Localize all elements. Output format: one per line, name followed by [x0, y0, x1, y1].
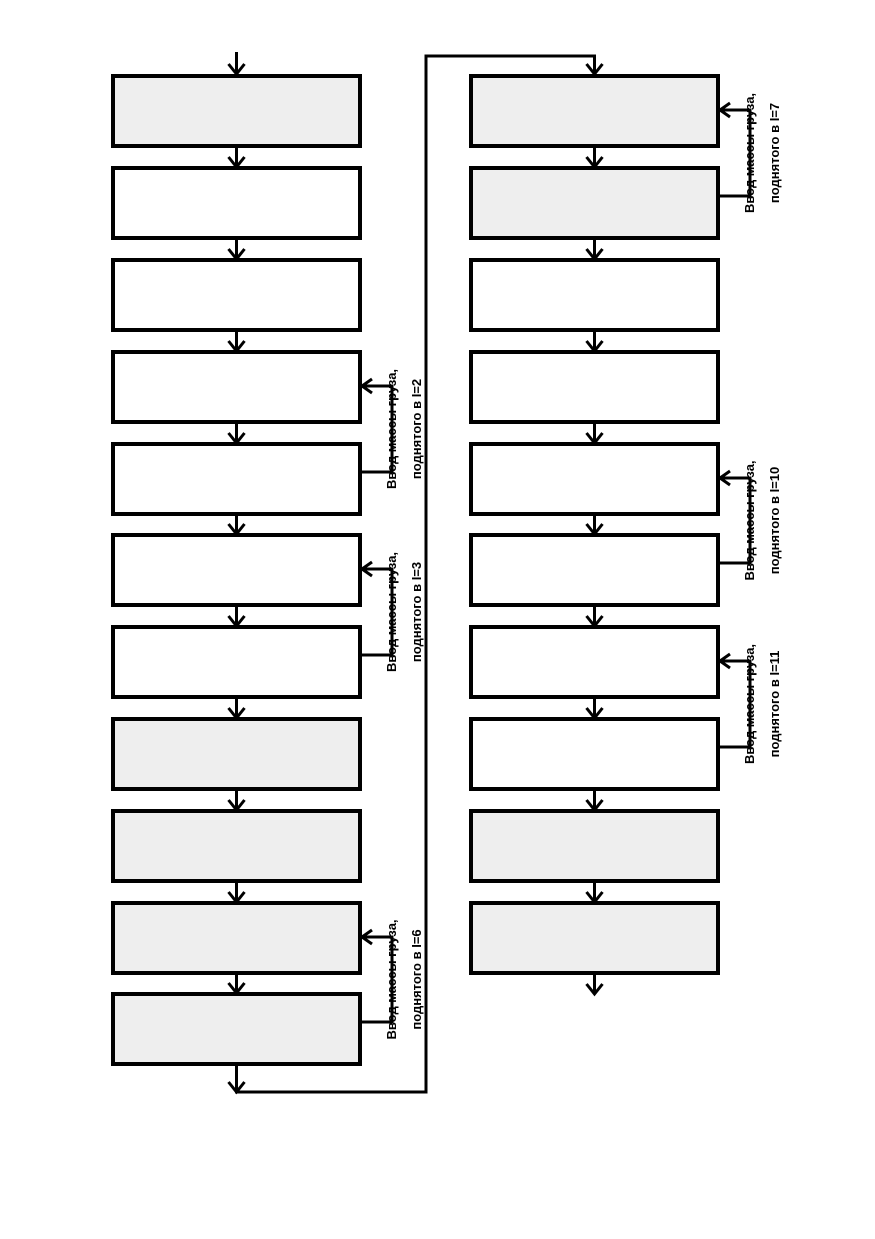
process-block-1-10 [111, 901, 362, 975]
process-block-2-5 [469, 442, 720, 516]
mass-input-label-line2: поднятого в I=6 [409, 929, 424, 1029]
process-block-2-6 [469, 533, 720, 607]
process-block-1-9 [111, 809, 362, 883]
column2-entry-arrow [585, 63, 604, 77]
process-block-1-6 [111, 533, 362, 607]
process-block-1-7 [111, 625, 362, 699]
process-block-1-4 [111, 350, 362, 424]
mass-input-loop-3: Ввод массы груза, поднятого в I=6 [359, 919, 424, 1040]
process-block-1-5 [111, 442, 362, 516]
transfer-connector-line [235, 54, 596, 1094]
loop-line [718, 476, 752, 565]
mass-input-label: Ввод массы груза, поднятого в I=10 [742, 460, 782, 580]
process-block-2-3 [469, 258, 720, 332]
connector-arrow-2-8 [585, 799, 604, 813]
transfer-down-arrow [227, 1081, 246, 1095]
mass-input-label: Ввод массы груза, поднятого в I=3 [384, 552, 424, 672]
connector-arrow-2-6 [585, 615, 604, 629]
mass-input-loop-5: Ввод массы груза, поднятого в I=10 [717, 460, 782, 581]
connector-arrow-2-4 [585, 432, 604, 446]
connector-arrow-2-2 [585, 248, 604, 262]
connector-arrow-2-5 [585, 523, 604, 537]
connector-arrow-1-1 [227, 156, 246, 170]
mass-input-label-line1: Ввод массы груза, [742, 644, 757, 764]
loop-line [718, 108, 752, 198]
loop-line [718, 659, 752, 749]
loop-line [360, 567, 394, 657]
connector-arrow-1-10 [227, 982, 246, 996]
process-block-1-8 [111, 717, 362, 791]
mass-input-loop-6: Ввод массы груза, поднятого в I=11 [717, 644, 782, 764]
mass-input-label-line1: Ввод массы груза, [384, 369, 399, 489]
process-block-1-11 [111, 992, 362, 1066]
connector-arrow-2-7 [585, 707, 604, 721]
mass-input-label: Ввод массы груза, поднятого в I=7 [742, 93, 782, 213]
mass-input-label-line2: поднятого в I=2 [409, 379, 424, 479]
process-block-2-10 [469, 901, 720, 975]
exit-arrow [585, 983, 604, 997]
connector-arrow-1-9 [227, 891, 246, 905]
mass-input-label-line2: поднятого в I=3 [409, 562, 424, 662]
mass-input-label-line2: поднятого в I=11 [767, 651, 782, 758]
process-block-1-1 [111, 74, 362, 148]
loop-arrow [359, 928, 373, 946]
process-block-2-9 [469, 809, 720, 883]
mass-input-label-line1: Ввод массы груза, [742, 460, 757, 580]
connector-arrow-1-5 [227, 523, 246, 537]
connector-arrow-1-6 [227, 615, 246, 629]
mass-input-label-line1: Ввод массы груза, [384, 552, 399, 672]
entry-arrow [227, 63, 246, 77]
loop-arrow [717, 652, 731, 670]
loop-arrow [717, 101, 731, 119]
mass-input-label-line2: поднятого в I=7 [767, 103, 782, 203]
process-block-2-4 [469, 350, 720, 424]
connector-arrow-2-9 [585, 891, 604, 905]
mass-input-loop-2: Ввод массы груза, поднятого в I=3 [359, 552, 424, 672]
process-block-2-2 [469, 166, 720, 240]
connector-arrow-2-3 [585, 340, 604, 354]
connector-arrow-1-4 [227, 432, 246, 446]
mass-input-label: Ввод массы груза, поднятого в I=6 [384, 919, 424, 1039]
connector-arrow-2-1 [585, 156, 604, 170]
loop-line [360, 935, 394, 1024]
mass-input-label-line1: Ввод массы груза, [384, 919, 399, 1039]
mass-input-label-line2: поднятого в I=10 [767, 467, 782, 575]
loop-arrow [359, 377, 373, 395]
process-block-2-8 [469, 717, 720, 791]
mass-input-label: Ввод массы груза, поднятого в I=2 [384, 369, 424, 489]
loop-line [360, 384, 394, 474]
connector-arrow-1-3 [227, 340, 246, 354]
process-block-1-3 [111, 258, 362, 332]
mass-input-loop-1: Ввод массы груза, поднятого в I=2 [359, 369, 424, 489]
process-block-2-1 [469, 74, 720, 148]
connector-arrow-1-2 [227, 248, 246, 262]
loop-arrow [717, 469, 731, 487]
connector-arrow-1-8 [227, 799, 246, 813]
connector-arrow-1-7 [227, 707, 246, 721]
process-block-2-7 [469, 625, 720, 699]
mass-input-label: Ввод массы груза, поднятого в I=11 [742, 644, 782, 764]
mass-input-label-line1: Ввод массы груза, [742, 93, 757, 213]
mass-input-loop-4: Ввод массы груза, поднятого в I=7 [717, 93, 782, 213]
loop-arrow [359, 560, 373, 578]
process-block-1-2 [111, 166, 362, 240]
